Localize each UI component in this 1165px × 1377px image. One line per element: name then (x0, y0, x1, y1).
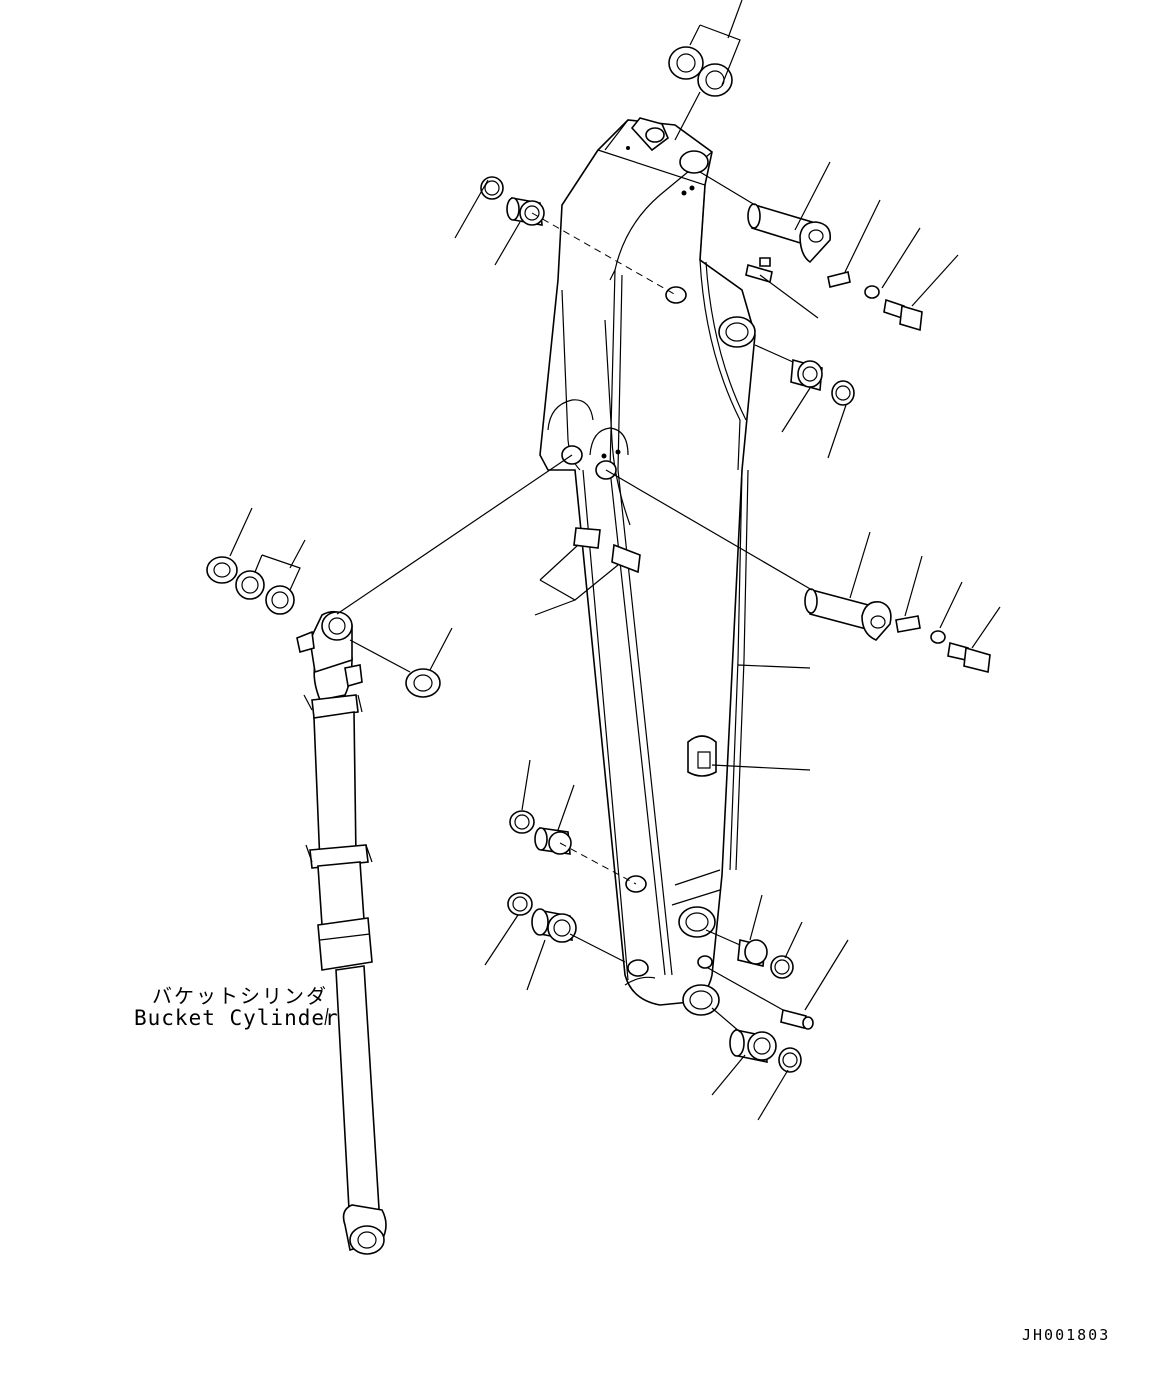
lower-bushings (507, 810, 814, 1073)
arm-pin-holes (561, 146, 756, 1016)
arm-body (539, 119, 756, 1006)
top-bracket (630, 117, 669, 152)
middle-pin-assembly (804, 588, 991, 673)
top-washers (668, 46, 733, 97)
upper-pin-assembly (745, 203, 923, 332)
caption-english: Bucket Cylinder (134, 1006, 339, 1030)
drawing-number: JH001803 (1022, 1326, 1111, 1344)
cylinder-washers (206, 556, 441, 698)
caption-japanese: バケットシリンダ (152, 984, 328, 1008)
leader-lines (229, 0, 1001, 1121)
bucket-cylinder (296, 610, 387, 1255)
arm-side-plates (573, 527, 717, 777)
